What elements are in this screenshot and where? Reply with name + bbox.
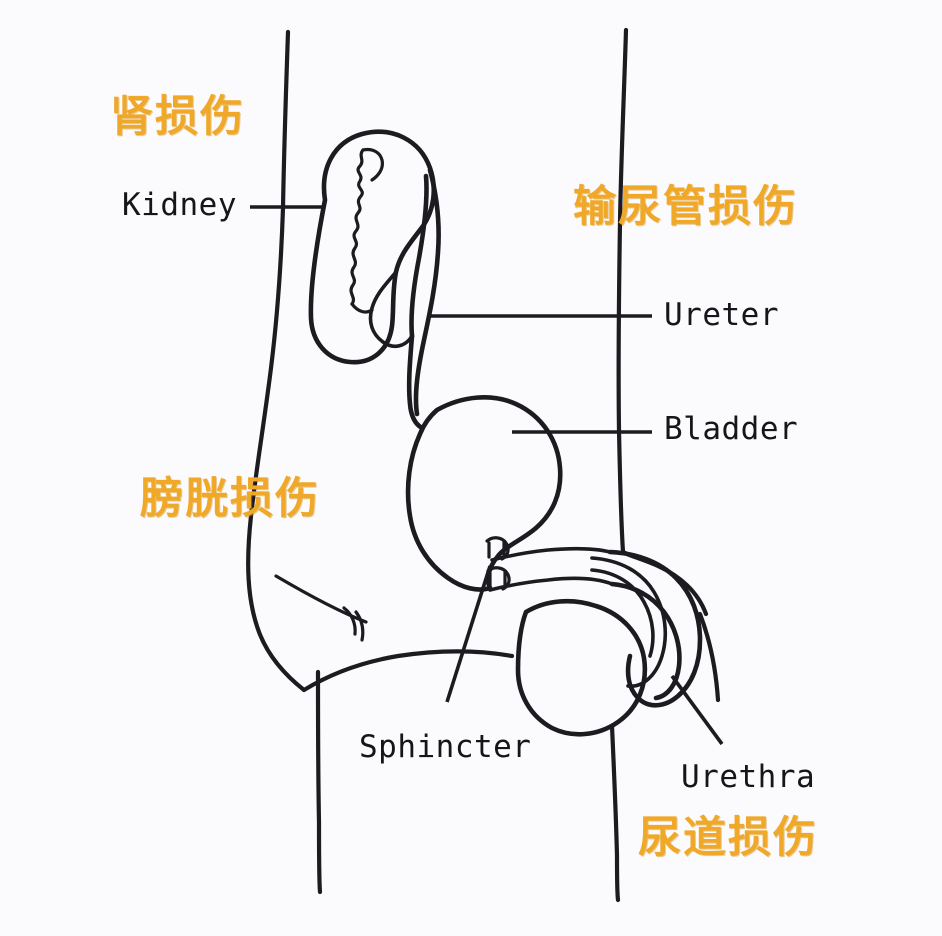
label-kidney: Kidney: [122, 187, 237, 223]
scrotum: [515, 598, 648, 737]
label-sphincter: Sphincter: [359, 729, 532, 765]
label-urethra-injury: 尿道损伤: [638, 813, 818, 863]
urethra-leader: [670, 674, 724, 746]
label-bladder: Bladder: [664, 411, 799, 447]
label-ureter: Ureter: [664, 297, 779, 333]
thigh-left: [315, 669, 323, 895]
body-outline-left: [246, 29, 307, 693]
sphincter-leader: [445, 565, 492, 703]
prostate: [488, 546, 614, 592]
gluteal-fold: [274, 574, 515, 693]
renal-pelvis-funnel: [368, 270, 414, 349]
penis-shaft: [607, 549, 703, 708]
label-bladder-injury: 膀胱损伤: [140, 474, 320, 524]
label-kidney-injury: 肾损伤: [110, 92, 245, 142]
renal-pelvis: [349, 147, 384, 314]
label-ureter-injury: 输尿管损伤: [573, 182, 798, 232]
bladder: [405, 395, 563, 592]
urethra-channel: [590, 556, 668, 688]
thigh-right: [609, 611, 721, 903]
ureter-tube: [406, 167, 441, 431]
label-urethra: Urethra: [681, 759, 816, 795]
